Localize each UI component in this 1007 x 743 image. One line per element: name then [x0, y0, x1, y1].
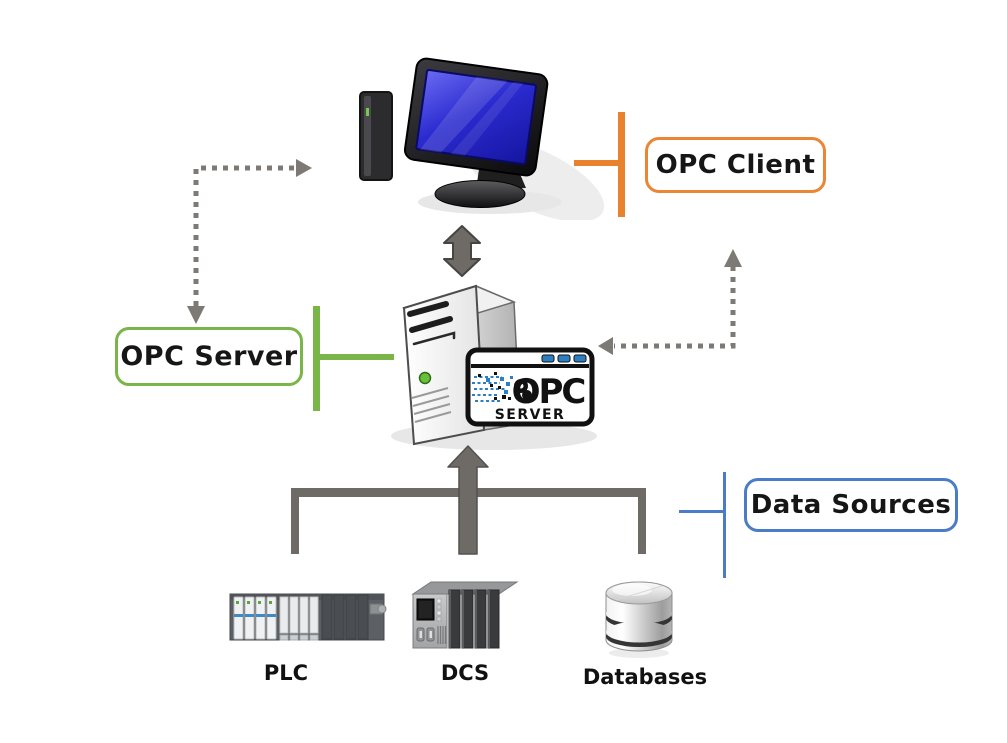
power-led: [366, 108, 369, 116]
drive-bay: [407, 301, 449, 317]
data-sources-bus: [291, 445, 646, 555]
dcs-label: DCS: [440, 661, 490, 685]
monitor: [403, 57, 549, 177]
badge-titlebar-button: [573, 354, 587, 363]
server-power-led: [418, 371, 432, 385]
badge-subtitle-text: SERVER: [495, 407, 566, 423]
bus-stub-databases: [638, 488, 646, 554]
dcs-slabs: [448, 589, 500, 649]
opc-server-label: OPC Server: [120, 341, 298, 372]
data-sources-callout-line: [679, 472, 726, 578]
server-to-client-dotted-arrow: [187, 159, 312, 324]
monitor-base: [434, 180, 526, 208]
server-vents: [411, 387, 452, 423]
dcs-front-panel: [412, 593, 448, 649]
plc-icon: [228, 588, 390, 646]
client-server-double-arrow: [443, 225, 481, 277]
bus-stub-plc: [291, 488, 299, 554]
dcs-icon: [403, 576, 531, 658]
opc-server-box: OPC Server: [115, 327, 303, 386]
database-icon: [598, 576, 680, 660]
dcs-vents: [437, 626, 447, 644]
bus-arrow-to-server: [447, 445, 489, 555]
data-sources-label: Data Sources: [750, 490, 952, 520]
opc-server-badge: OPC SERVER: [465, 347, 595, 427]
arrowhead-right: [296, 159, 312, 177]
opc-client-label: OPC Client: [655, 150, 816, 180]
opc-server-callout-line: [313, 306, 394, 411]
opc-client-callout-line: [574, 112, 625, 217]
server-icon: OPC SERVER: [374, 278, 609, 453]
arrowhead-down: [187, 306, 205, 324]
plc-label: PLC: [263, 661, 309, 685]
badge-titlebar-button: [541, 354, 555, 363]
badge-pixel-dust: [472, 372, 532, 402]
plc-modules: [233, 594, 369, 641]
drive-bay: [409, 316, 453, 333]
opc-client-box: OPC Client: [645, 137, 826, 193]
database-shadow: [609, 648, 669, 658]
badge-title-text: OPC: [512, 372, 585, 412]
badge-titlebar-button: [557, 354, 571, 363]
arrowhead-up: [724, 249, 742, 267]
arrowhead-left: [598, 337, 613, 355]
client-to-server-dotted-arrow: [598, 249, 742, 355]
data-sources-box: Data Sources: [744, 478, 958, 532]
computer-tower: [359, 91, 393, 181]
databases-label: Databases: [582, 665, 708, 689]
computer-icon: [330, 30, 610, 222]
monitor-screen: [415, 69, 537, 166]
